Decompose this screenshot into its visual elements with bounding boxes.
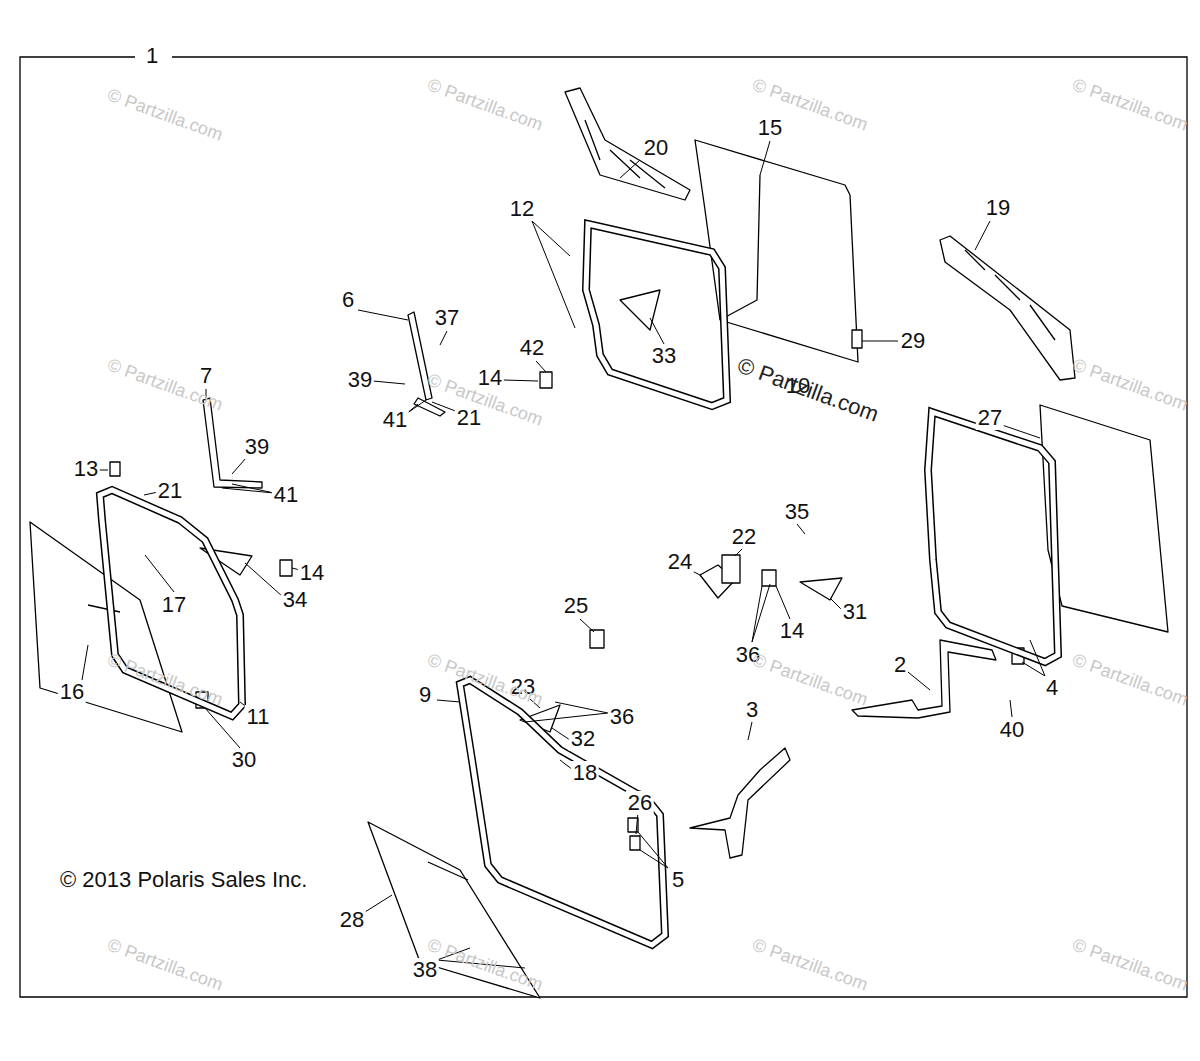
- callout-number: 3: [744, 698, 760, 722]
- callout-number: 13: [72, 457, 100, 481]
- callout-number: 30: [230, 748, 258, 772]
- callout-number: 12: [508, 197, 536, 221]
- callout-number: 26: [626, 791, 654, 815]
- watermark: © Partzilla.com: [424, 74, 545, 135]
- callout-number: 17: [160, 593, 188, 617]
- callout-number: 16: [58, 680, 86, 704]
- callout-number: 39: [243, 435, 271, 459]
- callout-number: 18: [571, 761, 599, 785]
- callout-number: 29: [899, 329, 927, 353]
- callout-number: 33: [650, 344, 678, 368]
- callout-number: 27: [976, 406, 1004, 430]
- watermark: © Partzilla.com: [1069, 74, 1190, 135]
- callout-number: 28: [338, 908, 366, 932]
- callout-number: 24: [666, 550, 694, 574]
- callout-number: 4: [1044, 676, 1060, 700]
- callout-number: 35: [783, 500, 811, 524]
- watermark: © Partzilla.com: [104, 934, 225, 995]
- callout-number: 32: [569, 727, 597, 751]
- watermark: © Partzilla.com: [734, 352, 882, 427]
- callout-number: 36: [608, 705, 636, 729]
- callout-number: 1: [144, 44, 160, 68]
- callout-number: 31: [841, 600, 869, 624]
- callout-number: 25: [562, 594, 590, 618]
- callout-number: 19: [984, 196, 1012, 220]
- watermark: © Partzilla.com: [1069, 934, 1190, 995]
- callout-number: 37: [433, 306, 461, 330]
- callout-number: 5: [670, 868, 686, 892]
- watermark: © Partzilla.com: [749, 934, 870, 995]
- watermark: © Partzilla.com: [749, 649, 870, 710]
- callout-number: 41: [272, 483, 300, 507]
- callout-number: 41: [381, 408, 409, 432]
- callout-number: 40: [998, 718, 1026, 742]
- callout-number: 2: [892, 653, 908, 677]
- callout-number: 15: [756, 116, 784, 140]
- callout-number: 38: [411, 958, 439, 982]
- callout-number: 39: [346, 368, 374, 392]
- watermark: © Partzilla.com: [104, 84, 225, 145]
- callout-number: 20: [642, 136, 670, 160]
- callout-number: 22: [730, 525, 758, 549]
- callout-number: 6: [340, 288, 356, 312]
- copyright-note: © 2013 Polaris Sales Inc.: [58, 867, 309, 893]
- callout-number: 34: [281, 588, 309, 612]
- watermark: © Partzilla.com: [1069, 354, 1190, 415]
- callout-number: 9: [417, 683, 433, 707]
- watermark: © Partzilla.com: [1069, 649, 1190, 710]
- callout-number: 14: [778, 619, 806, 643]
- callout-number: 14: [298, 561, 326, 585]
- callout-number: 21: [455, 406, 483, 430]
- callout-number: 11: [245, 705, 272, 729]
- callout-number: 7: [198, 364, 214, 388]
- callout-number: 42: [518, 336, 546, 360]
- callout-number: 21: [156, 479, 184, 503]
